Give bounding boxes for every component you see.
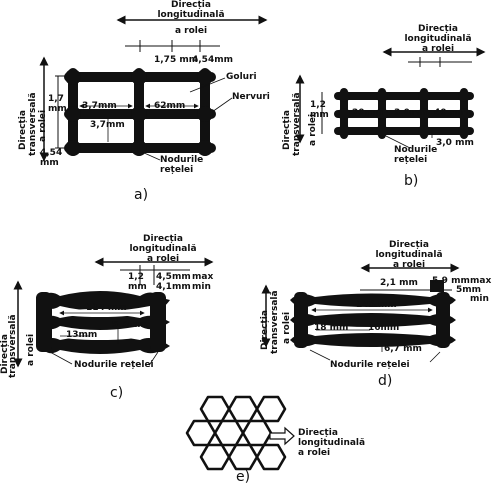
panel-d-dim-max-label: max bbox=[470, 276, 492, 286]
panel-a-label: a) bbox=[134, 187, 149, 203]
panel-c-dim-thickness-unit: mm bbox=[128, 282, 147, 292]
panel-a-dim-node: 4,54mm bbox=[192, 55, 233, 65]
panel-e-label: e) bbox=[236, 469, 251, 485]
panel-a-longitudinal-label-2: longitudinală bbox=[157, 10, 225, 20]
panel-a-longitudinal-label-1: Direcția bbox=[171, 0, 211, 10]
panel-c-geogrid bbox=[13, 257, 214, 368]
panel-b-callout-nodes-1: Nodurile bbox=[394, 145, 438, 155]
panel-c-dim-rib: 5,5mm bbox=[112, 320, 147, 330]
panel-d-longitudinal-label-2: longitudinală bbox=[375, 250, 443, 260]
panel-a-dim-thickness-unit: mm bbox=[48, 104, 67, 114]
panel-c-longitudinal-label-2: longitudinală bbox=[129, 244, 197, 254]
panel-b-dim-thickness-unit: mm bbox=[310, 110, 329, 120]
panel-c-dim-min: 4,1mm bbox=[156, 282, 191, 292]
panel-b-dim-aperture-2: 40 mm bbox=[434, 108, 469, 118]
panel-a-geogrid bbox=[39, 15, 268, 162]
panel-b-longitudinal-label-3: a rolei bbox=[421, 44, 455, 54]
panel-a-longitudinal-label-3: a rolei bbox=[174, 26, 208, 36]
panel-b-geogrid bbox=[295, 47, 486, 149]
panel-b-dim-rib: 3,0mm bbox=[394, 108, 429, 118]
panel-a-callout-ribs: Nervuri bbox=[232, 92, 270, 102]
panel-a-dim-inner-2: 3,7mm bbox=[90, 120, 125, 130]
panel-a-dim-thickness: 1,7 bbox=[48, 94, 64, 104]
panel-c-dim-thickness: 1,2 bbox=[128, 272, 144, 282]
panel-d-label: d) bbox=[378, 373, 393, 389]
panel-e-longitudinal-label-3: a rolei bbox=[298, 448, 331, 458]
panel-a-dim-aperture: 62mm bbox=[154, 101, 186, 111]
panel-c-callout-nodes: Nodurile rețelei bbox=[74, 360, 154, 370]
panel-d-longitudinal-label-1: Direcția bbox=[389, 240, 429, 250]
panel-b-dim-thickness: 1,2 bbox=[310, 100, 326, 110]
panel-c-longitudinal-label-1: Direcția bbox=[143, 234, 183, 244]
panel-c-dim-max-label: max bbox=[192, 272, 214, 282]
panel-a-callout-apertures: Goluri bbox=[226, 72, 257, 82]
panel-e-longitudinal-label-1: Direcția bbox=[298, 428, 338, 438]
panel-b-longitudinal-label-1: Direcția bbox=[418, 24, 458, 34]
panel-c-dim-min-label: min bbox=[192, 282, 211, 292]
panel-d-callout-nodes: Nodurile rețelei bbox=[330, 360, 410, 370]
panel-b-dim-node: 3,0 mm bbox=[436, 138, 474, 148]
panel-d-dim-min: 5mm bbox=[456, 285, 482, 295]
panel-d-transverse-label-3: a rolei bbox=[282, 311, 292, 344]
panel-d-transverse-label-1: Direcția bbox=[260, 310, 270, 350]
panel-a-transverse-label-2: transversală bbox=[28, 92, 38, 156]
panel-a-dim-inner-1: 3,7mm bbox=[82, 101, 117, 111]
panel-b-dim-aperture-1: 20mm bbox=[352, 108, 384, 118]
panel-a-transverse-label-1: Direcția bbox=[18, 110, 28, 150]
panel-d-dim-rib: 16mm bbox=[368, 323, 400, 333]
panel-c-dim-aperture: 114 mm bbox=[86, 303, 127, 313]
panel-a-dim-side: 4,54 bbox=[40, 148, 63, 158]
panel-a-dim-rib-width: 1,75 mm bbox=[154, 55, 199, 65]
panel-d-geogrid bbox=[261, 263, 460, 363]
panel-a-dim-side-unit: mm bbox=[40, 158, 59, 168]
panel-a-callout-nodes-1: Nodurile bbox=[160, 155, 204, 165]
panel-b-transverse-label-1: Direcția bbox=[282, 110, 292, 150]
panel-d-dim-min-label: min bbox=[470, 294, 489, 304]
panel-d-transverse-label-2: transversală bbox=[270, 290, 280, 354]
panel-e-hexagonal-mesh bbox=[185, 395, 287, 471]
panel-e-longitudinal-arrow bbox=[269, 426, 295, 446]
panel-d-longitudinal-label-3: a rolei bbox=[392, 260, 426, 270]
panel-c-transverse-label-2: transversală bbox=[8, 314, 18, 378]
panel-c-transverse-label-3: a rolei bbox=[26, 333, 36, 366]
panel-d-dim-thickness: 2,1 mm bbox=[380, 278, 418, 288]
panel-d-dim-max: 5,9 mm bbox=[432, 276, 470, 286]
panel-c-dim-inner: 13mm bbox=[66, 330, 98, 340]
panel-d-dim-aperture: 148 mm bbox=[356, 300, 397, 310]
panel-b-longitudinal-label-2: longitudinală bbox=[404, 34, 472, 44]
panel-d-dim-node: 6,7 mm bbox=[384, 344, 422, 354]
panel-c-dim-max: 4,5mm bbox=[156, 272, 191, 282]
panel-a-callout-nodes-2: rețelei bbox=[160, 165, 194, 175]
panel-d-dim-inner: 18 mm bbox=[314, 323, 349, 333]
panel-c-label: c) bbox=[110, 385, 124, 401]
panel-a-transverse-label-3: a rolei bbox=[38, 109, 48, 142]
panel-b-label: b) bbox=[404, 173, 419, 189]
panel-e-longitudinal-label-2: longitudinală bbox=[298, 438, 366, 448]
panel-b-callout-nodes-2: rețelei bbox=[394, 155, 428, 165]
panel-b-transverse-label-2: transversală bbox=[292, 92, 302, 156]
panel-c-longitudinal-label-3: a rolei bbox=[146, 254, 180, 264]
